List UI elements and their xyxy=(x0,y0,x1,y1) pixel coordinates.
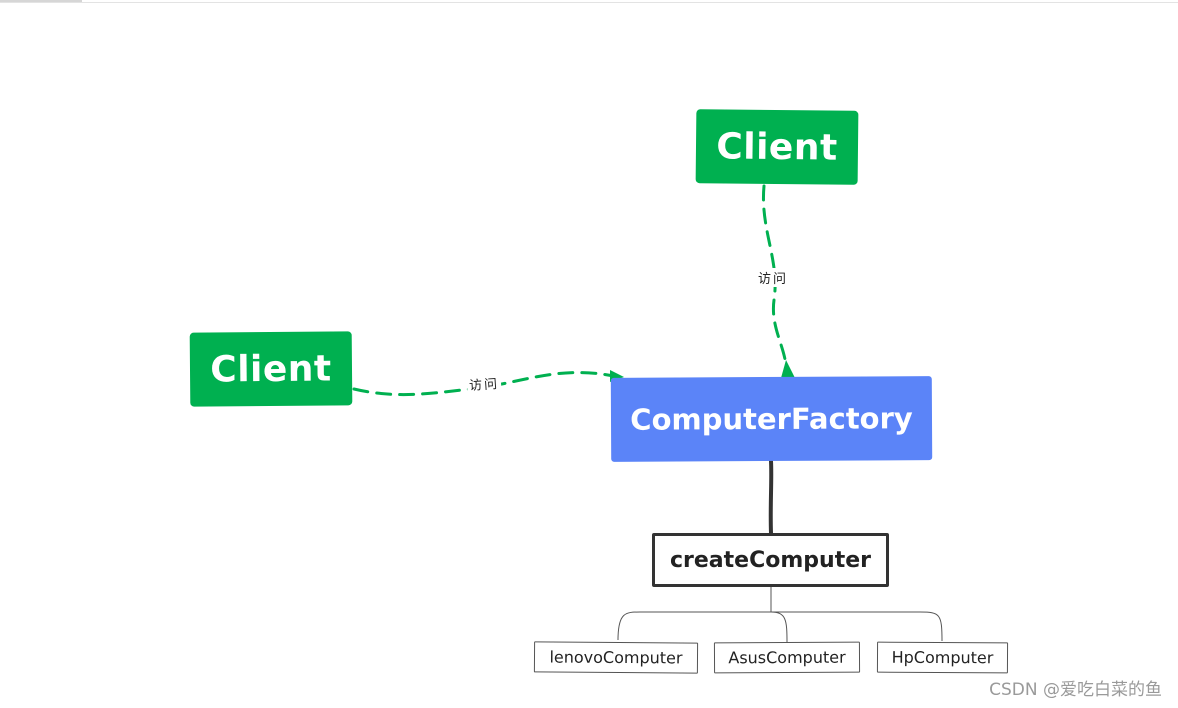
edge-label-left: 访问 xyxy=(466,372,502,395)
edge-label-top: 访问 xyxy=(756,268,791,287)
client-node-top: Client xyxy=(695,109,859,185)
arrowhead-top xyxy=(781,360,795,378)
watermark-text: CSDN @爱吃白菜的鱼 xyxy=(989,680,1162,700)
product-node-hp: HpComputer xyxy=(876,641,1009,674)
edge-to-asus xyxy=(770,611,788,643)
top-divider xyxy=(0,2,1178,3)
product-node-lenovo: lenovoComputer xyxy=(533,641,699,674)
product-node-asus: AsusComputer xyxy=(713,641,861,674)
create-computer-node: createComputer xyxy=(652,533,889,587)
edge-factory-to-method xyxy=(768,459,774,535)
dashed-edge-top-client-to-factory xyxy=(761,184,788,376)
client-node-left: Client xyxy=(189,331,353,407)
computer-factory-node: ComputerFactory xyxy=(610,376,933,462)
edge-products-bar xyxy=(617,611,943,642)
top-tab-indicator xyxy=(0,0,82,2)
